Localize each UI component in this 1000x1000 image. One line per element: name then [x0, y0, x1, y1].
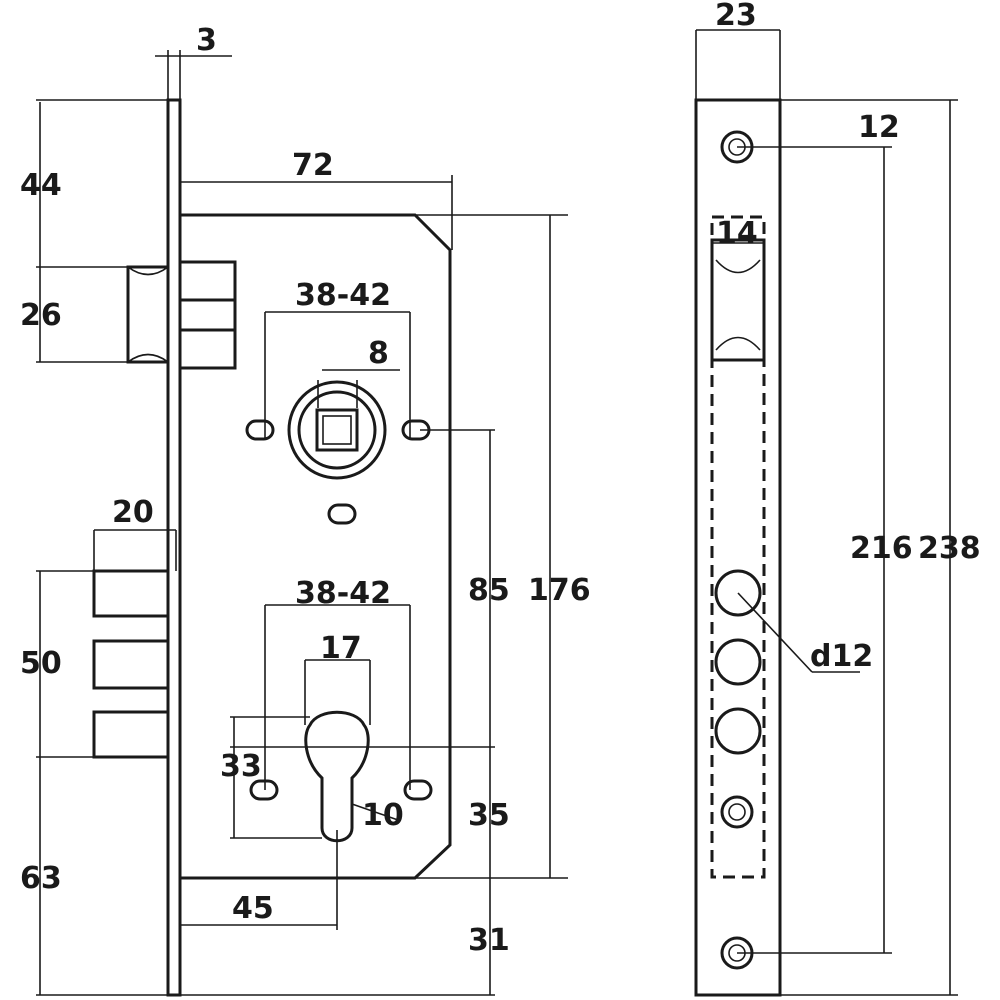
deadbolt-3 — [92, 710, 170, 759]
dim-faceplate-height: 238 — [918, 531, 981, 566]
front-view: 3 72 44 26 38-42 8 20 50 38-42 17 33 10 … — [20, 23, 591, 997]
dim-spacing-top: 38-42 — [295, 278, 391, 313]
side-dimension-labels: 23 12 14 216 238 d12 — [715, 0, 981, 674]
dim-deadbolt-width: 20 — [112, 495, 154, 530]
front-dimension-labels: 3 72 44 26 38-42 8 20 50 38-42 17 33 10 … — [20, 23, 591, 958]
screw-hole-lower — [720, 795, 754, 829]
dim-top-offset: 44 — [20, 168, 62, 203]
dim-spindle: 8 — [368, 336, 389, 371]
faceplate-side — [694, 98, 782, 997]
screw-slot-bottom-left — [249, 779, 279, 801]
dim-cylinder-width: 17 — [320, 631, 362, 666]
dim-faceplate-thickness: 3 — [196, 23, 217, 58]
dim-bottom-offset: 63 — [20, 861, 62, 896]
deadbolt-1 — [92, 569, 170, 618]
screw-slot-top-left — [245, 419, 275, 441]
faceplate — [166, 98, 182, 997]
cylinder-profile — [304, 710, 370, 843]
dim-faceplate-width: 23 — [715, 0, 757, 33]
dim-backset-depth: 72 — [292, 148, 334, 183]
dim-cylinder-to-bottom: 35 — [468, 798, 510, 833]
dim-latch-width: 14 — [716, 216, 758, 251]
front-dimension-lines — [36, 50, 568, 996]
latch-bolt — [126, 260, 237, 370]
dim-bolt-diameter: d12 — [810, 639, 873, 674]
bolt-channel — [710, 215, 766, 879]
dim-bottom-margin: 31 — [468, 923, 510, 958]
dim-deadbolt-span: 50 — [20, 646, 62, 681]
side-dimension-lines — [695, 29, 958, 996]
bolt-hole-3 — [714, 707, 762, 755]
dim-cylinder-slot: 10 — [362, 798, 404, 833]
deadbolts — [92, 569, 170, 759]
dim-backset: 45 — [232, 891, 274, 926]
dim-hole-spacing: 216 — [850, 531, 913, 566]
dim-cylinder-height: 33 — [220, 749, 262, 784]
bolt-hole-2 — [714, 638, 762, 686]
screw-slot-bottom-right — [403, 779, 433, 801]
dim-case-height: 176 — [528, 573, 591, 608]
bolt-hole-1 — [714, 569, 762, 617]
screw-slot-middle — [327, 503, 357, 525]
deadbolt-2 — [92, 639, 170, 690]
dim-hole-offset: 12 — [858, 110, 900, 145]
dim-latch-height: 26 — [20, 298, 62, 333]
handle-follower — [287, 380, 387, 480]
dim-spacing-bottom: 38-42 — [295, 576, 391, 611]
latch-opening — [710, 238, 766, 362]
dim-handle-to-cylinder: 85 — [468, 573, 510, 608]
side-view: 23 12 14 216 238 d12 — [694, 0, 981, 997]
